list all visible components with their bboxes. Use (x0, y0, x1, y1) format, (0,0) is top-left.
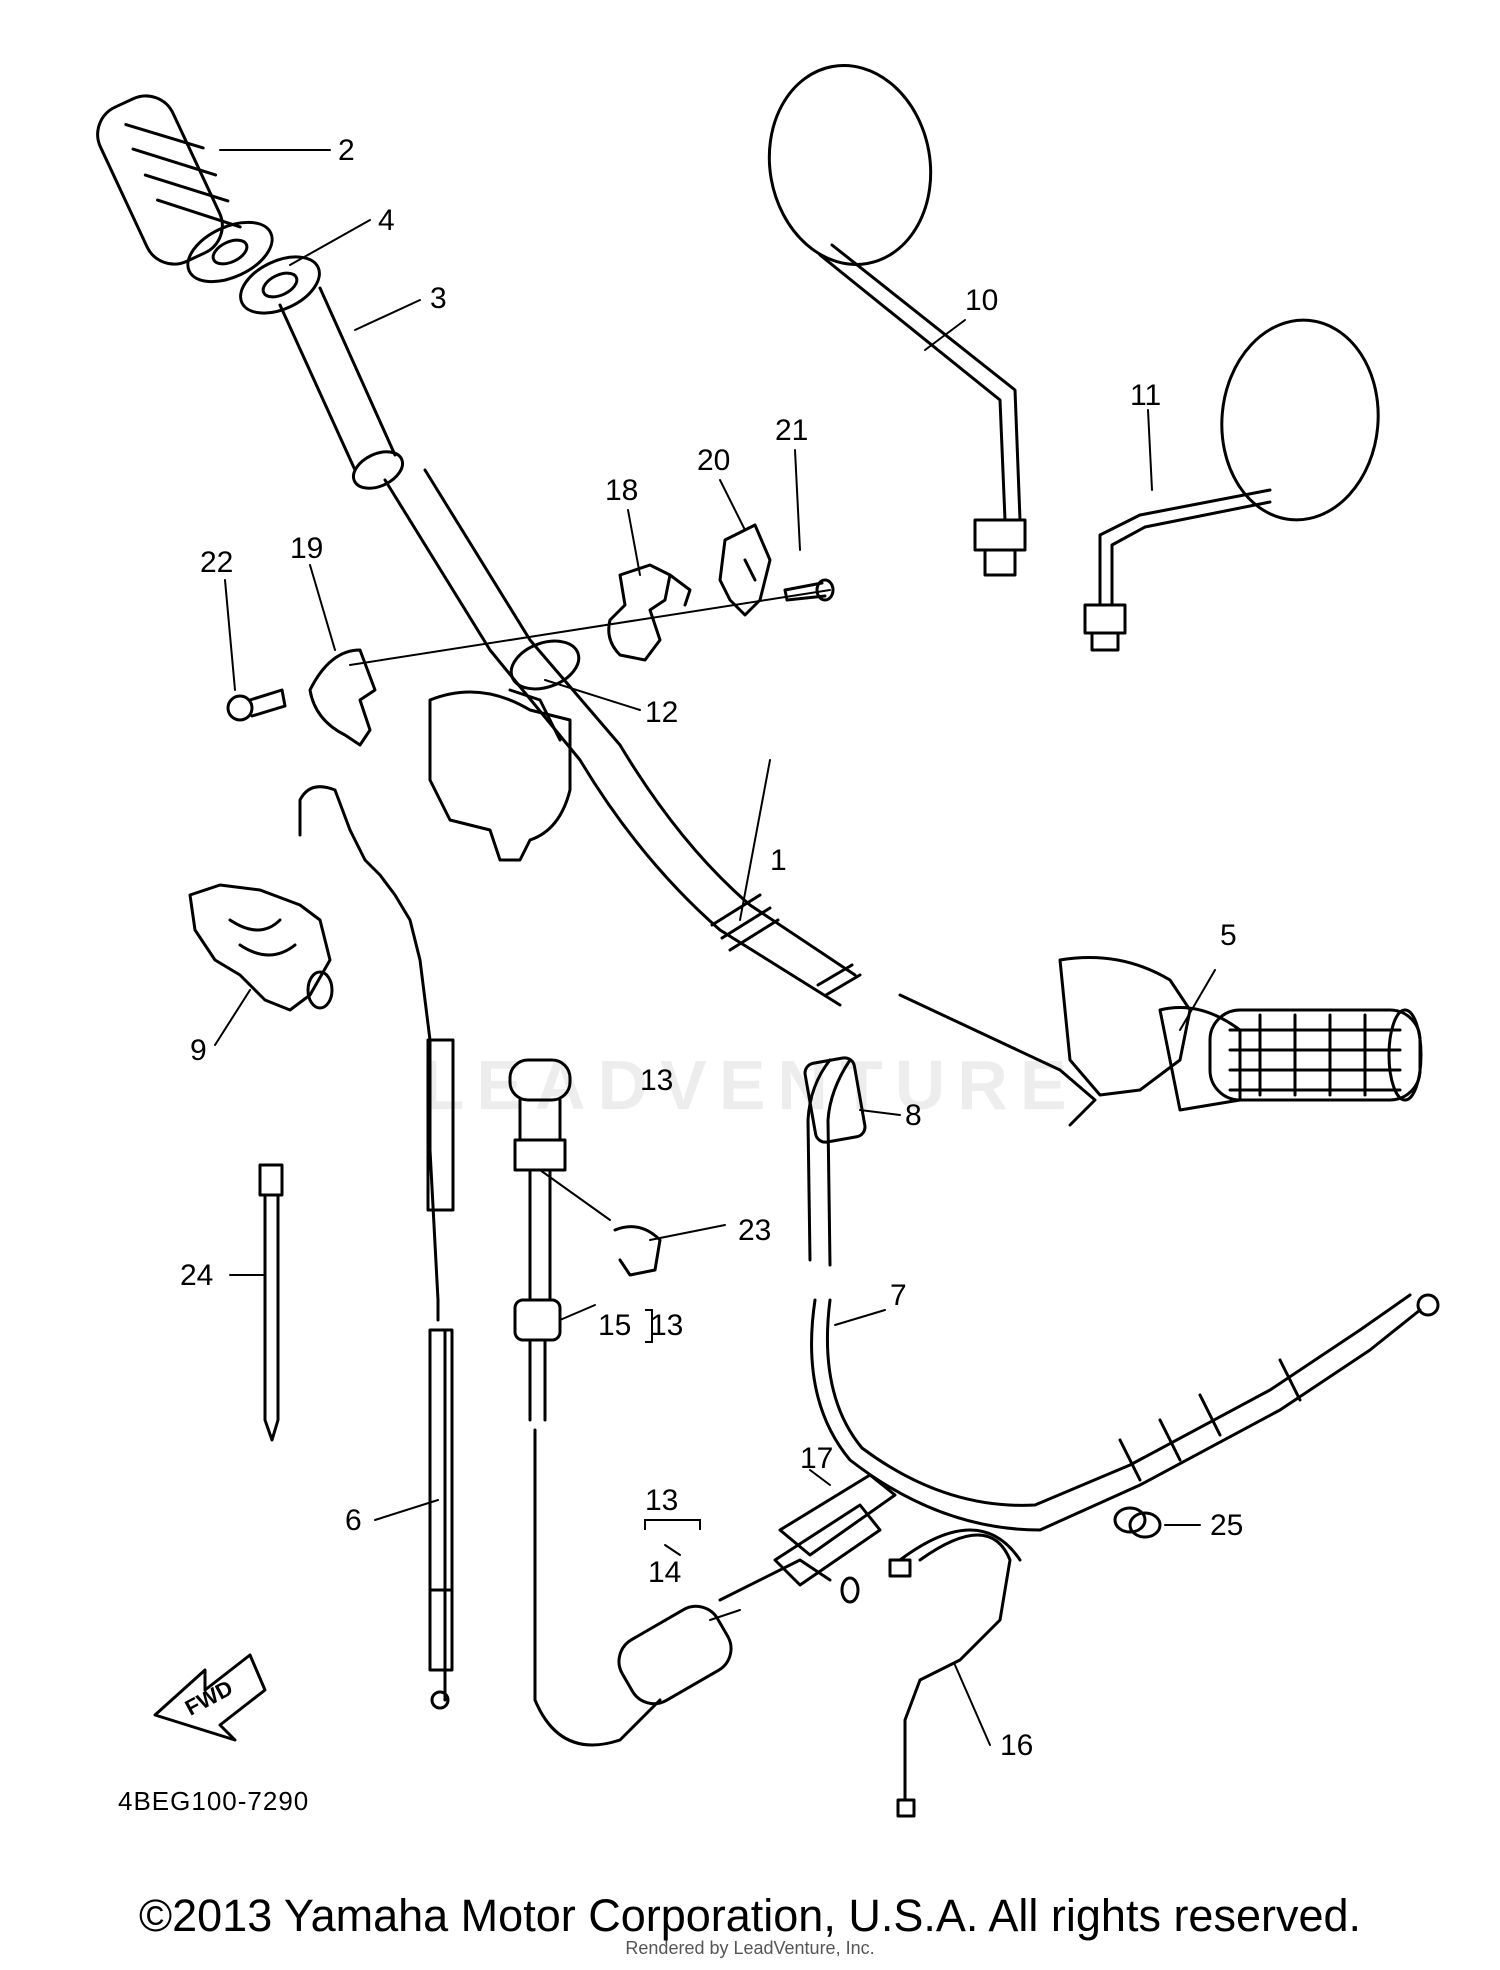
screw-22 (226, 688, 287, 722)
callout-13-set: 13 (650, 1309, 683, 1342)
callout-2: 2 (338, 134, 355, 167)
watermark: LEADVENTURE (421, 1046, 1079, 1124)
callout-12: 12 (645, 696, 678, 729)
callout-20: 20 (697, 444, 730, 477)
callout-16: 16 (1000, 1729, 1033, 1762)
callout-18: 18 (605, 474, 638, 507)
rendered-by-text: Rendered by LeadVenture, Inc. (625, 1938, 875, 1958)
callout-7: 7 (890, 1279, 907, 1312)
throttle-tube (278, 286, 405, 490)
leader-lines (214, 149, 1216, 1746)
screw-21 (783, 578, 835, 602)
mirror-11 (1083, 318, 1380, 652)
left-grip (96, 94, 274, 284)
callout-4: 4 (378, 204, 395, 237)
right-grip-assembly (898, 956, 1423, 1127)
bracket-19 (308, 648, 377, 747)
callout-labels: 2 4 3 1 5 6 7 8 9 10 11 12 13 13 13 14 1… (180, 134, 1243, 1762)
bracket-20 (718, 523, 772, 617)
clamp-18 (607, 563, 692, 662)
fwd-label: FWD (181, 1675, 237, 1721)
cable-6 (298, 785, 455, 1710)
callout-11: 11 (1130, 379, 1161, 412)
callout-22: 22 (200, 546, 233, 579)
callout-1: 1 (770, 844, 787, 877)
handlebar (383, 468, 862, 1007)
callout-17: 17 (800, 1442, 833, 1475)
holder-17 (773, 1473, 897, 1587)
mirror-10 (767, 64, 1027, 577)
callout-15: 15 (598, 1309, 631, 1342)
callout-13-knob: 13 (640, 1064, 673, 1097)
cable-16 (888, 1528, 1022, 1818)
callout-9: 9 (190, 1034, 207, 1067)
callout-3: 3 (430, 282, 447, 315)
callout-21: 21 (775, 414, 808, 447)
callout-14: 14 (648, 1556, 681, 1589)
clip-25 (1113, 1506, 1162, 1539)
callout-24: 24 (180, 1259, 213, 1292)
plunger-14 (617, 1558, 860, 1706)
cable-tie-24 (258, 1163, 284, 1442)
copyright-text: ©2013 Yamaha Motor Corporation, U.S.A. A… (138, 1890, 1362, 1941)
fwd-arrow (153, 1653, 267, 1742)
callout-13-plunger: 13 (645, 1484, 678, 1517)
callout-5: 5 (1220, 919, 1237, 952)
callout-23: 23 (738, 1214, 771, 1247)
choke-knob-assembly (508, 1058, 662, 1747)
callout-25: 25 (1210, 1509, 1243, 1542)
throttle-cable (803, 1056, 1440, 1532)
perch-9 (188, 883, 334, 1012)
callout-6: 6 (345, 1504, 362, 1537)
diagram-code: 4BEG100-7290 (118, 1786, 310, 1816)
switch-housing (428, 639, 581, 862)
callout-10: 10 (965, 284, 998, 317)
grip-collar (239, 255, 321, 315)
callout-8: 8 (905, 1099, 922, 1132)
callout-19: 19 (290, 532, 323, 565)
